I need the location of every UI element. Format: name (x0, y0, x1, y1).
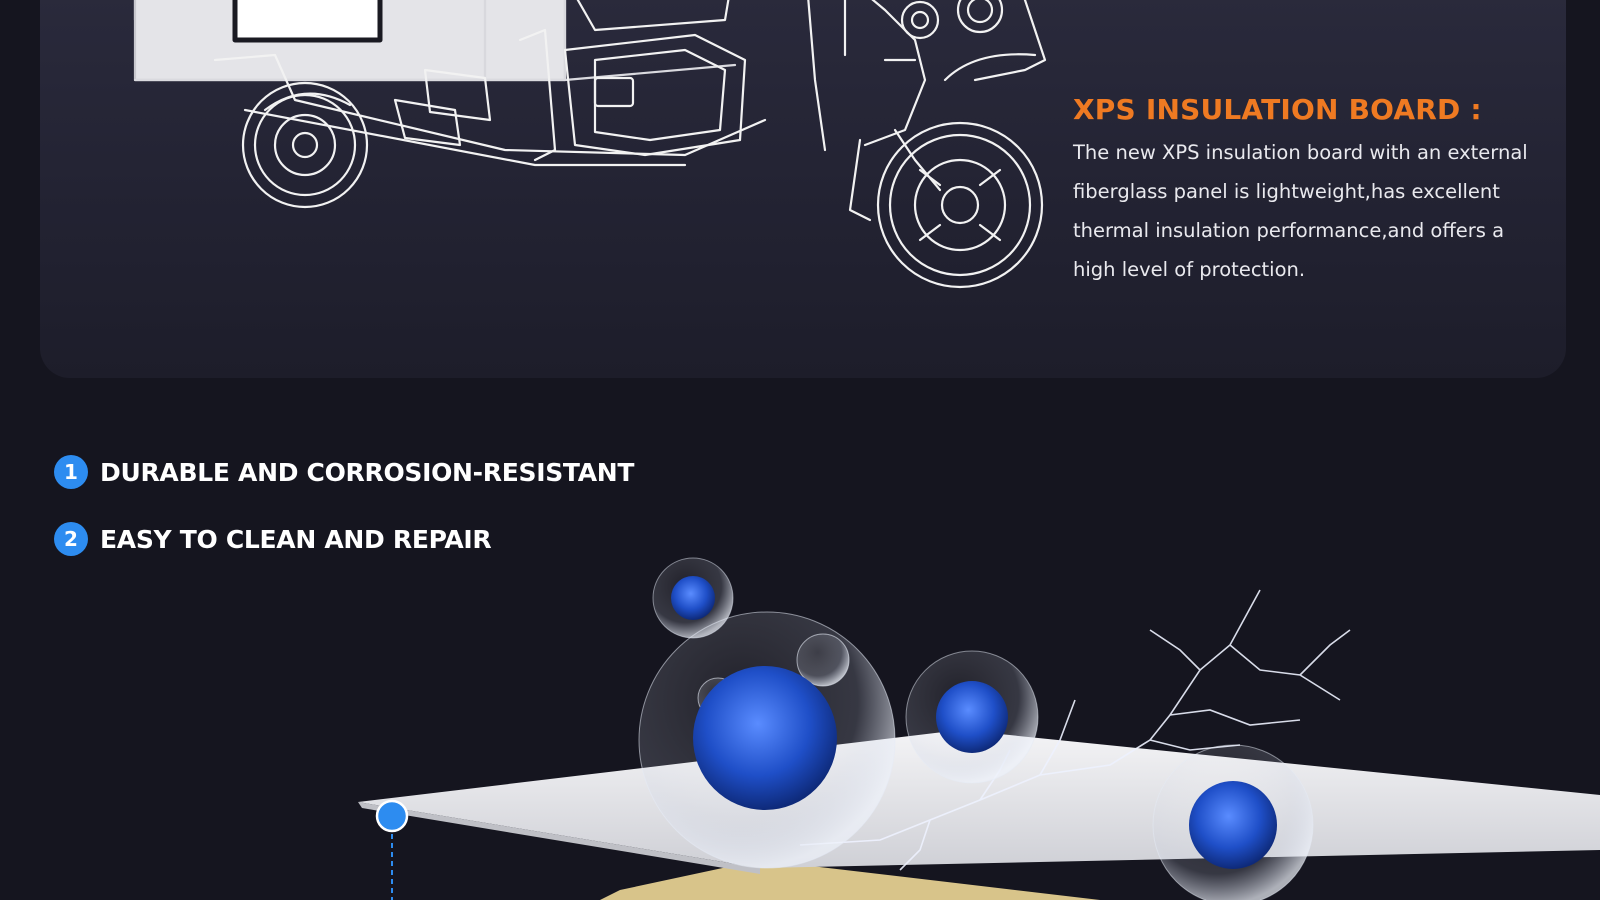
insulation-board-illustration (358, 557, 1600, 900)
feature-description: The new XPS insulation board with an ext… (1073, 141, 1528, 281)
benefit-item: 2 EASY TO CLEAN AND REPAIR (54, 519, 634, 559)
benefit-label: DURABLE AND CORROSION-RESISTANT (100, 457, 635, 487)
benefit-item: 1 DURABLE AND CORROSION-RESISTANT (54, 452, 634, 492)
number-badge-icon: 1 (54, 455, 88, 489)
benefit-list: 1 DURABLE AND CORROSION-RESISTANT 2 EASY… (54, 452, 634, 586)
feature-description-block: XPS INSULATION BOARD : The new XPS insul… (1073, 89, 1543, 289)
tricycle-line-art-illustration (133, 0, 1047, 289)
blue-dot-marker-icon (375, 799, 409, 833)
benefit-label: EASY TO CLEAN AND REPAIR (100, 524, 492, 554)
feature-title: XPS INSULATION BOARD : (1073, 93, 1482, 126)
number-badge-icon: 2 (54, 522, 88, 556)
feature-card: XPS INSULATION BOARD : The new XPS insul… (40, 0, 1566, 378)
